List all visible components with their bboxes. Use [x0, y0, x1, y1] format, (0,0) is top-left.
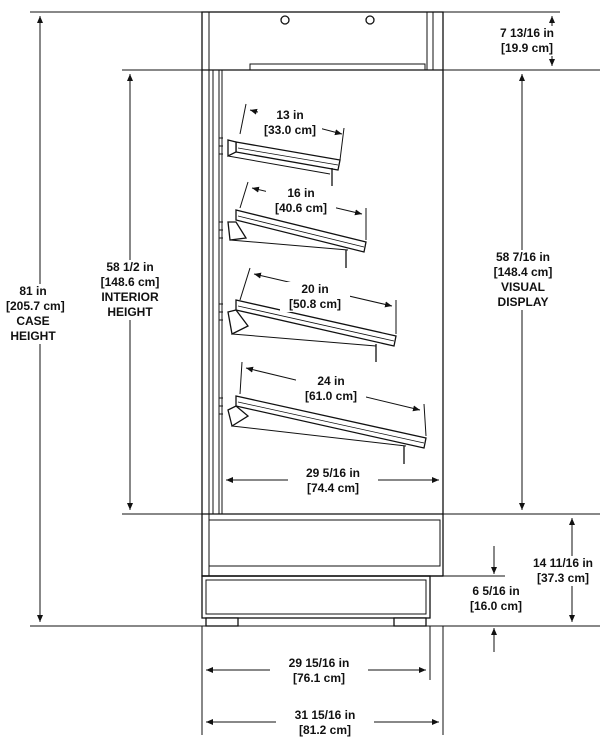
canopy-fixture-right — [365, 15, 375, 25]
interior-width-label: 29 5/16 in [74.4 cm] — [288, 466, 378, 496]
interior-height-label: 58 1/2 in [148.6 cm] INTERIOR HEIGHT — [92, 260, 168, 320]
shelf-3 — [227, 299, 397, 362]
kick-plate — [201, 575, 431, 619]
shelf-4 — [227, 395, 427, 464]
top-canopy-label: 7 13/16 in [19.9 cm] — [490, 26, 564, 56]
visual-display-label: 58 7/16 in [148.4 cm] VISUAL DISPLAY — [484, 250, 562, 310]
shelf-3-depth-label: 20 in [50.8 cm] — [280, 282, 350, 312]
leveling-foot-right — [393, 617, 427, 627]
case-width-label: 31 15/16 in [81.2 cm] — [276, 708, 374, 738]
shelf-2-depth-label: 16 in [40.6 cm] — [266, 186, 336, 216]
shelf-1-depth-label: 13 in [33.0 cm] — [258, 108, 322, 138]
base-height-label: 14 11/16 in [37.3 cm] — [528, 556, 598, 586]
leveling-foot-left — [205, 617, 239, 627]
shelf-2 — [227, 209, 367, 268]
kick-plate-label: 6 5/16 in [16.0 cm] — [462, 584, 530, 614]
base-width-label: 29 15/16 in [76.1 cm] — [270, 656, 368, 686]
shelf-1 — [227, 139, 341, 186]
shelf-4-depth-label: 24 in [61.0 cm] — [296, 374, 366, 404]
base-panel — [208, 519, 441, 567]
canopy-fixture-left — [280, 15, 290, 25]
case-height-label: 81 in [205.7 cm] CASE HEIGHT — [6, 284, 65, 344]
